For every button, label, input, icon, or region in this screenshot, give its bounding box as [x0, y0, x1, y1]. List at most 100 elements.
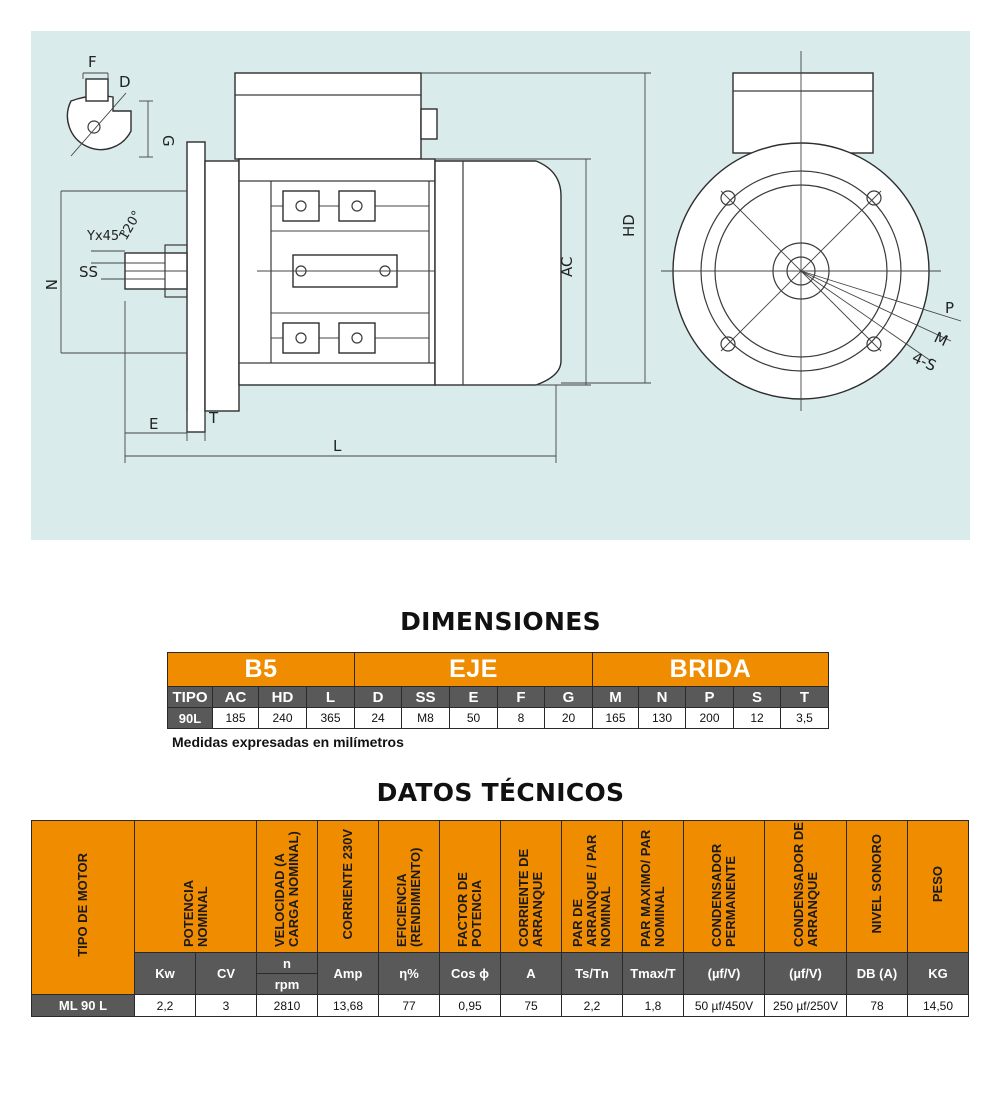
table-cell: 50 µf/450V	[683, 994, 765, 1017]
label-AC: AC	[558, 257, 576, 277]
table-cell: 200	[685, 707, 734, 729]
label-F: F	[88, 53, 97, 71]
label-yx45: Yx45°	[86, 229, 126, 244]
col-header: L	[306, 686, 355, 708]
col-header: E	[449, 686, 498, 708]
unit-cell: (µf/V)	[683, 952, 765, 995]
unit-cell: Kw	[134, 952, 196, 995]
col-header: S	[733, 686, 781, 708]
label-G: G	[159, 135, 177, 147]
unit-cell: Cos ϕ	[439, 952, 501, 995]
label-angle-120: 120°	[116, 208, 145, 243]
table-cell: 75	[500, 994, 562, 1017]
label-E: E	[149, 415, 158, 433]
table-cell: 365	[306, 707, 355, 729]
shaft-detail: F D G	[66, 53, 177, 158]
header-nivel-sonoro: NIVEL SONORO	[846, 820, 908, 953]
technical-unit-row-2: rpm	[32, 973, 969, 995]
table-cell: 50	[449, 707, 498, 729]
header-tipo-motor: TIPO DE MOTOR	[31, 820, 135, 995]
table-cell: 240	[258, 707, 307, 729]
table-cell: 0,95	[439, 994, 501, 1017]
header-velocidad: VELOCIDAD (A CARGA NOMINAL)	[256, 820, 318, 953]
header-peso: PESO	[907, 820, 969, 953]
table-cell: 78	[846, 994, 908, 1017]
header-condensador-arranque: CONDENSADOR DE ARRANQUE	[764, 820, 847, 953]
motor-front-view: P M 4-S	[661, 51, 962, 411]
header-potencia: POTENCIA NOMINAL	[134, 820, 257, 953]
col-header: TIPO	[167, 686, 213, 708]
table-cell: 165	[592, 707, 639, 729]
col-header: P	[685, 686, 734, 708]
header-corriente: CORRIENTE 230V	[317, 820, 379, 953]
table-cell: 20	[544, 707, 593, 729]
technical-table: TIPO DE MOTOR POTENCIA NOMINAL VELOCIDAD…	[31, 820, 969, 1017]
technical-drawing: F D G	[31, 31, 970, 540]
table-cell: 1,8	[622, 994, 684, 1017]
table-cell: 12	[733, 707, 781, 729]
label-L: L	[333, 437, 342, 455]
dimensions-table: B5 EJE BRIDA TIPO AC HD L D SS E F G M N…	[167, 652, 829, 729]
table-cell: 2,2	[134, 994, 196, 1017]
table-cell: 24	[354, 707, 402, 729]
technical-value-row: ML 90 L 2,2 3 2810 13,68 77 0,95 75 2,2 …	[31, 994, 969, 1017]
col-header: F	[497, 686, 545, 708]
unit-cell: CV	[195, 952, 257, 995]
table-cell: 2,2	[561, 994, 623, 1017]
label-4-S: 4-S	[909, 348, 939, 375]
col-header: D	[354, 686, 402, 708]
col-header: HD	[258, 686, 307, 708]
table-cell: 2810	[256, 994, 318, 1017]
label-T: T	[208, 409, 219, 427]
motor-side-view: Yx45° 120° N SS E T L AC HD	[42, 72, 651, 463]
dimensions-header-row: TIPO AC HD L D SS E F G M N P S T	[167, 686, 829, 708]
table-cell: 14,50	[907, 994, 969, 1017]
col-header: N	[638, 686, 686, 708]
technical-unit-row: Kw CV n Amp η% Cos ϕ A Ts/Tn Tmax/T (µf/…	[32, 952, 969, 995]
label-P: P	[945, 299, 954, 317]
col-header: T	[780, 686, 829, 708]
label-M: M	[931, 328, 950, 350]
table-cell: ML 90 L	[31, 994, 135, 1017]
header-eficiencia: EFICIENCIA (RENDIMIENTO)	[378, 820, 440, 953]
dimensions-value-row: 90L 185 240 365 24 M8 50 8 20 165 130 20…	[167, 707, 829, 729]
header-corriente-arranque: CORRIENTE DE ARRANQUE	[500, 820, 562, 953]
technical-title: DATOS TÉCNICOS	[376, 778, 625, 807]
table-cell: 77	[378, 994, 440, 1017]
table-cell: 90L	[167, 707, 213, 729]
unit-cell: n	[256, 952, 318, 974]
unit-cell: (µf/V)	[764, 952, 847, 995]
group-eje: EJE	[354, 652, 593, 687]
table-cell: 8	[497, 707, 545, 729]
col-header: AC	[212, 686, 259, 708]
table-cell: 185	[212, 707, 259, 729]
group-b5: B5	[167, 652, 355, 687]
header-par-maximo: PAR MAXIMO/ PAR NOMINAL	[622, 820, 684, 953]
unit-cell: η%	[378, 952, 440, 995]
label-HD: HD	[620, 214, 638, 237]
technical-header-row: TIPO DE MOTOR POTENCIA NOMINAL VELOCIDAD…	[31, 820, 969, 995]
dimensions-group-row: B5 EJE BRIDA	[167, 652, 829, 687]
dimensions-title: DIMENSIONES	[400, 607, 601, 636]
table-cell: 3	[195, 994, 257, 1017]
table-cell: 130	[638, 707, 686, 729]
unit-cell: KG	[907, 952, 969, 995]
col-header: G	[544, 686, 593, 708]
header-condensador-permanente: CONDENSADOR PERMANENTE	[683, 820, 765, 953]
motor-drawing-svg: F D G	[42, 51, 962, 463]
unit-cell: A	[500, 952, 562, 995]
unit-cell: Amp	[317, 952, 379, 995]
table-cell: 13,68	[317, 994, 379, 1017]
header-factor: FACTOR DE POTENCIA	[439, 820, 501, 953]
label-SS: SS	[79, 263, 98, 281]
col-header: SS	[401, 686, 450, 708]
group-brida: BRIDA	[592, 652, 829, 687]
label-N: N	[42, 279, 60, 290]
table-cell: 250 µf/250V	[764, 994, 847, 1017]
label-D: D	[119, 73, 131, 91]
table-cell: M8	[401, 707, 450, 729]
unit-cell: rpm	[256, 973, 318, 995]
unit-cell: DB (A)	[846, 952, 908, 995]
unit-cell: Ts/Tn	[561, 952, 623, 995]
header-par-arranque: PAR DE ARRANQUE / PAR NOMINAL	[561, 820, 623, 953]
